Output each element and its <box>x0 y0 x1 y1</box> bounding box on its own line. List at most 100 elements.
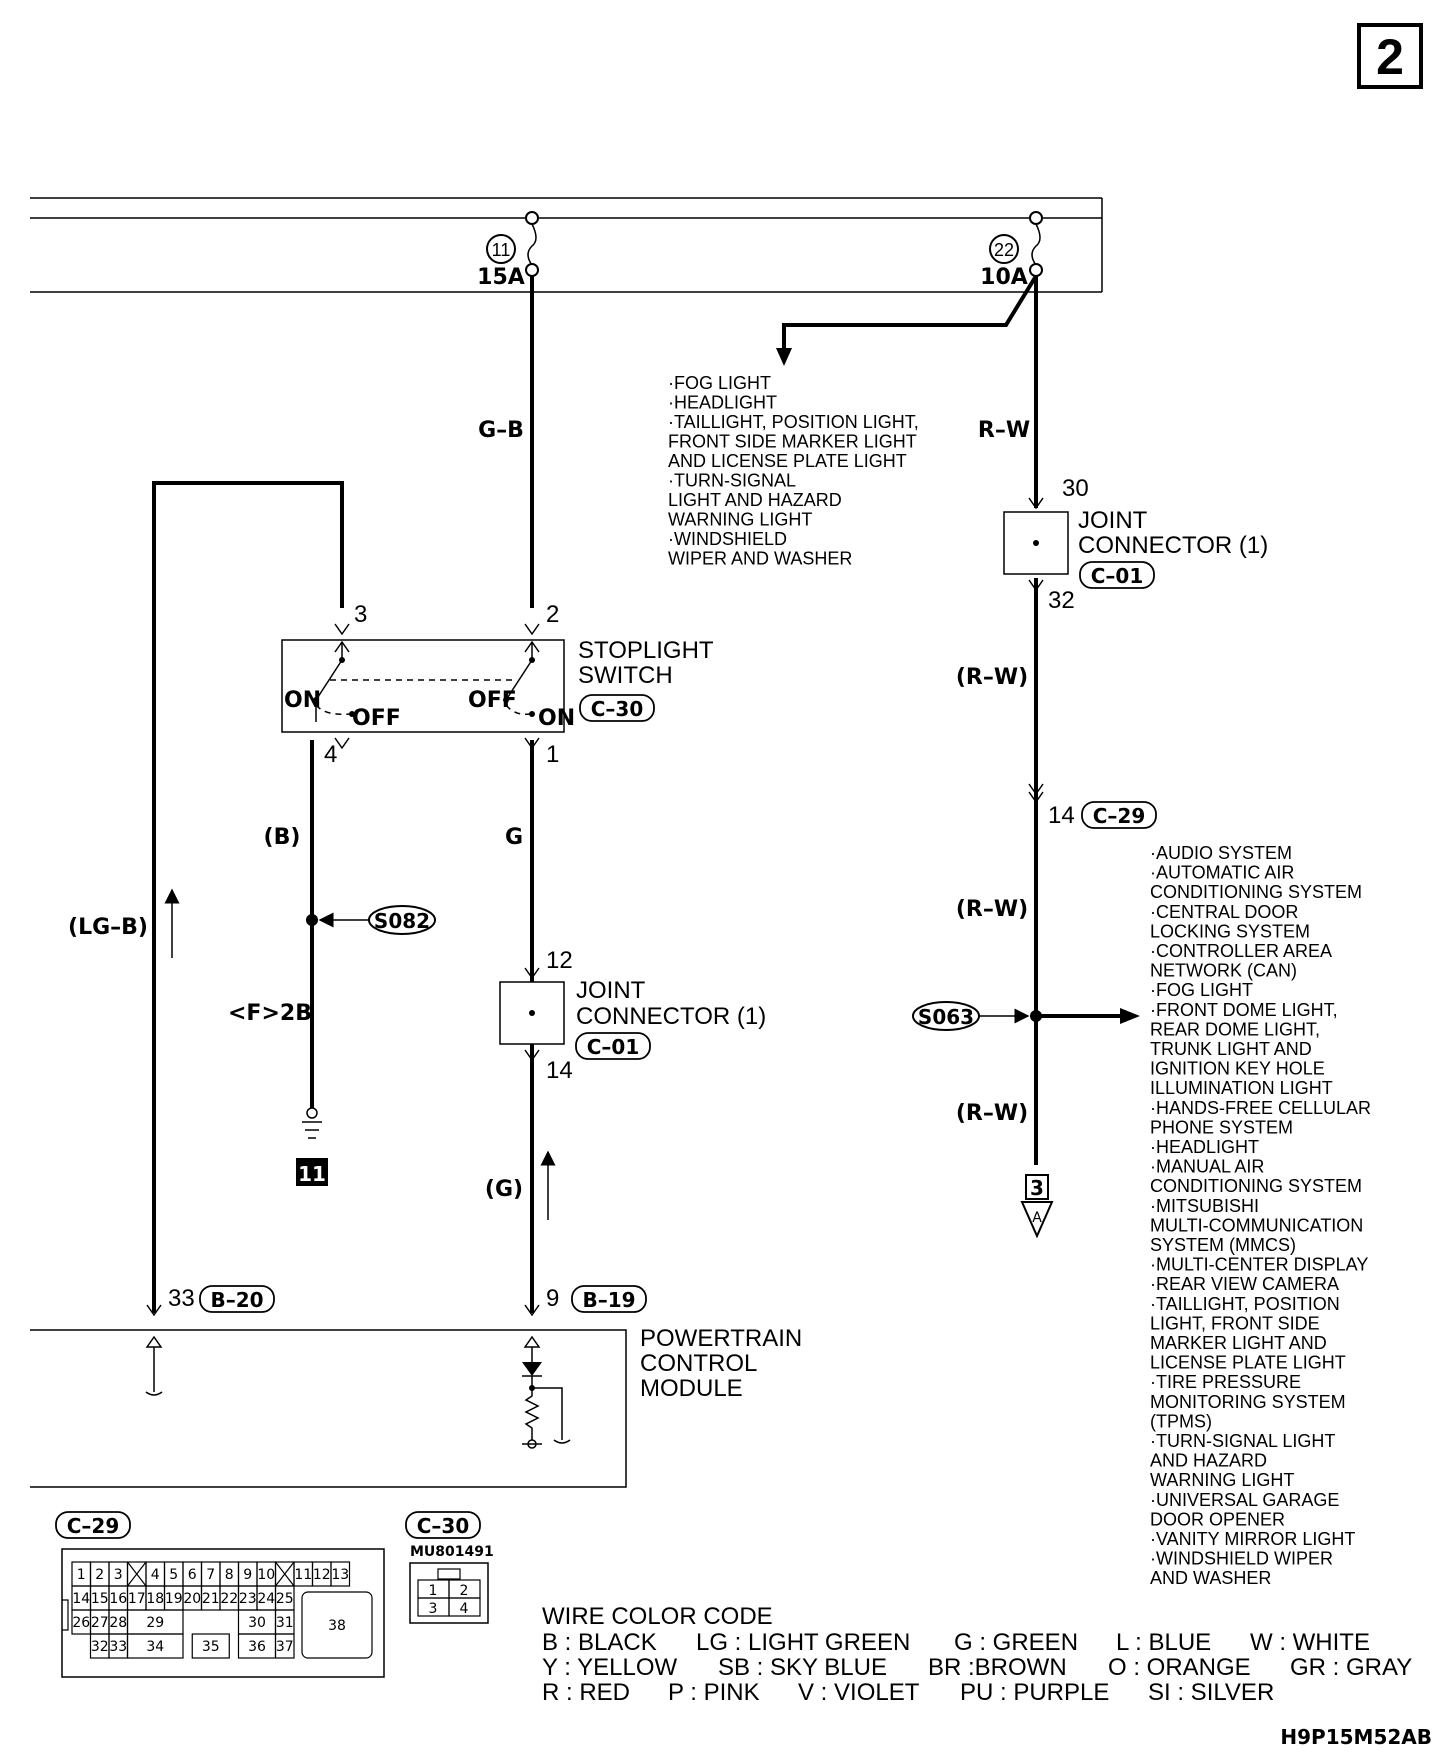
svg-text:MU801491: MU801491 <box>410 1544 494 1560</box>
joint-connector-mid: 12 14 JOINT CONNECTOR (1) C–01 <box>499 947 766 1084</box>
connector-pin: 16 <box>109 1591 127 1607</box>
load-list-item: WARNING LIGHT <box>1150 1470 1294 1490</box>
svg-text:G : GREEN: G : GREEN <box>954 1629 1078 1656</box>
connector-pin: 6 <box>188 1567 197 1583</box>
wire-label-g-paren: (G) <box>485 1177 523 1202</box>
connector-pin: 17 <box>128 1591 146 1607</box>
svg-text:CONNECTOR (1): CONNECTOR (1) <box>576 1003 766 1030</box>
svg-text:3: 3 <box>429 1601 438 1617</box>
connector-pin: 7 <box>206 1567 215 1583</box>
svg-text:CONTROL: CONTROL <box>640 1350 757 1377</box>
fuse-rating-label: 10A <box>980 265 1028 290</box>
off-page-connector: 3 A <box>1020 1174 1054 1239</box>
load-list-item: ·HANDS-FREE CELLULAR <box>1150 1098 1371 1118</box>
load-list-item: SYSTEM (MMCS) <box>1150 1235 1296 1255</box>
connector-pin: 26 <box>72 1615 90 1631</box>
wire-lg-b <box>152 481 344 1313</box>
splice-s082: S082 <box>306 905 436 935</box>
load-list-item: CONDITIONING SYSTEM <box>1150 882 1362 902</box>
connector-pin: 8 <box>225 1567 234 1583</box>
connector-pin: 21 <box>202 1591 220 1607</box>
wire-label-g: G <box>505 825 523 850</box>
load-list-item: WARNING LIGHT <box>668 510 812 530</box>
load-list-item: LIGHT AND HAZARD <box>668 490 842 510</box>
pin-30: 30 <box>1062 475 1089 502</box>
connector-pin: 11 <box>294 1567 312 1583</box>
svg-text:O : ORANGE: O : ORANGE <box>1108 1654 1251 1681</box>
wire-label-r-w: R–W <box>978 418 1030 443</box>
load-list-item: ·UNIVERSAL GARAGE <box>1150 1490 1339 1510</box>
connector-pin: 1 <box>77 1567 86 1583</box>
stoplight-switch: 3 2 ON OFF OFF ON STOPLIGHT SWITCH C–30 … <box>281 601 714 768</box>
load-list-item: ·WINDSHIELD WIPER <box>1150 1549 1333 1569</box>
joint-connector-right: JOINT CONNECTOR (1) C–01 32 <box>1003 497 1268 614</box>
svg-text:BR :BROWN: BR :BROWN <box>928 1654 1067 1681</box>
svg-text:11: 11 <box>298 1162 326 1186</box>
load-list-item: ·CONTROLLER AREA <box>1150 941 1332 961</box>
wire-color-code-legend: WIRE COLOR CODE B : BLACK LG : LIGHT GRE… <box>542 1603 1412 1706</box>
pin-1: 1 <box>546 741 559 768</box>
connector-pin: 24 <box>257 1591 275 1607</box>
load-list-item: DOOR OPENER <box>1150 1509 1285 1529</box>
load-list-item: ·TURN-SIGNAL <box>668 471 796 491</box>
load-list-item: ·MITSUBISHI <box>1150 1196 1259 1216</box>
pin-3: 3 <box>354 601 367 628</box>
connector-pin: 35 <box>202 1639 220 1655</box>
connector-pin: 25 <box>276 1591 294 1607</box>
connector-pin: 38 <box>328 1618 346 1634</box>
connector-pin: 18 <box>146 1591 164 1607</box>
connector-pin: 22 <box>220 1591 238 1607</box>
svg-text:SWITCH: SWITCH <box>578 662 673 689</box>
svg-text:OFF: OFF <box>352 706 401 731</box>
load-list-item: ·CENTRAL DOOR <box>1150 902 1298 922</box>
svg-text:V : VIOLET: V : VIOLET <box>798 1679 920 1706</box>
svg-text:C–30: C–30 <box>417 1514 470 1538</box>
wire-label-g-b: G–B <box>478 418 524 443</box>
connector-pin: 15 <box>91 1591 109 1607</box>
load-list-item: ·FOG LIGHT <box>1150 980 1253 1000</box>
upper-loads-branch <box>776 274 1038 366</box>
svg-text:Y : YELLOW: Y : YELLOW <box>542 1654 678 1681</box>
load-list-item: ·REAR VIEW CAMERA <box>1150 1274 1339 1294</box>
wire-label-r-w: (R–W) <box>956 897 1028 922</box>
svg-text:JOINT: JOINT <box>576 977 646 1004</box>
load-list-item: FRONT SIDE MARKER LIGHT <box>668 432 917 452</box>
fuse-box <box>30 197 1103 293</box>
svg-text:2: 2 <box>1376 29 1404 85</box>
svg-text:33: 33 <box>168 1285 195 1312</box>
svg-text:WIRE COLOR CODE: WIRE COLOR CODE <box>542 1603 773 1630</box>
svg-text:ON: ON <box>538 706 575 731</box>
svg-text:SB : SKY BLUE: SB : SKY BLUE <box>718 1654 887 1681</box>
wire-label-f-2b: <F>2B <box>228 1001 312 1026</box>
load-list-item: ·MULTI-CENTER DISPLAY <box>1150 1255 1368 1275</box>
connector-pin: 2 <box>95 1567 104 1583</box>
svg-text:14: 14 <box>546 1057 573 1084</box>
load-list-item: ·TAILLIGHT, POSITION <box>1150 1294 1340 1314</box>
svg-text:R : RED: R : RED <box>542 1679 630 1706</box>
load-list-item: LOCKING SYSTEM <box>1150 921 1310 941</box>
connector-c30-face: C–30 MU801491 1 2 3 4 <box>405 1511 494 1624</box>
svg-text:1: 1 <box>429 1583 438 1599</box>
svg-text:C–01: C–01 <box>1091 564 1144 588</box>
load-list-item: ·AUTOMATIC AIR <box>1150 863 1294 883</box>
load-list-item: AND HAZARD <box>1150 1451 1267 1471</box>
svg-text:12: 12 <box>546 947 573 974</box>
connector-pin: 12 <box>313 1567 331 1583</box>
svg-text:ON: ON <box>284 688 321 713</box>
connector-pin: 37 <box>276 1639 294 1655</box>
load-list-item: LICENSE PLATE LIGHT <box>1150 1353 1346 1373</box>
load-list-item: IGNITION KEY HOLE <box>1150 1059 1325 1079</box>
load-list-item: NETWORK (CAN) <box>1150 961 1297 981</box>
load-list-item: MARKER LIGHT AND <box>1150 1333 1327 1353</box>
svg-text:MODULE: MODULE <box>640 1375 743 1402</box>
load-list-item: ·FRONT DOME LIGHT, <box>1150 1000 1338 1020</box>
connector-pin: 20 <box>183 1591 201 1607</box>
pin-2: 2 <box>546 601 559 628</box>
svg-text:S063: S063 <box>918 1005 974 1029</box>
load-list-item: ·HEADLIGHT <box>668 393 777 413</box>
connector-pin: 23 <box>239 1591 257 1607</box>
powertrain-control-module: 33 B–20 9 B–19 POWERTRAIN CONTROL MODULE <box>30 1285 802 1488</box>
load-list-item: REAR DOME LIGHT, <box>1150 1019 1320 1039</box>
svg-text:L : BLUE: L : BLUE <box>1116 1629 1211 1656</box>
figure-code: H9P15M52AB <box>1280 1725 1432 1749</box>
